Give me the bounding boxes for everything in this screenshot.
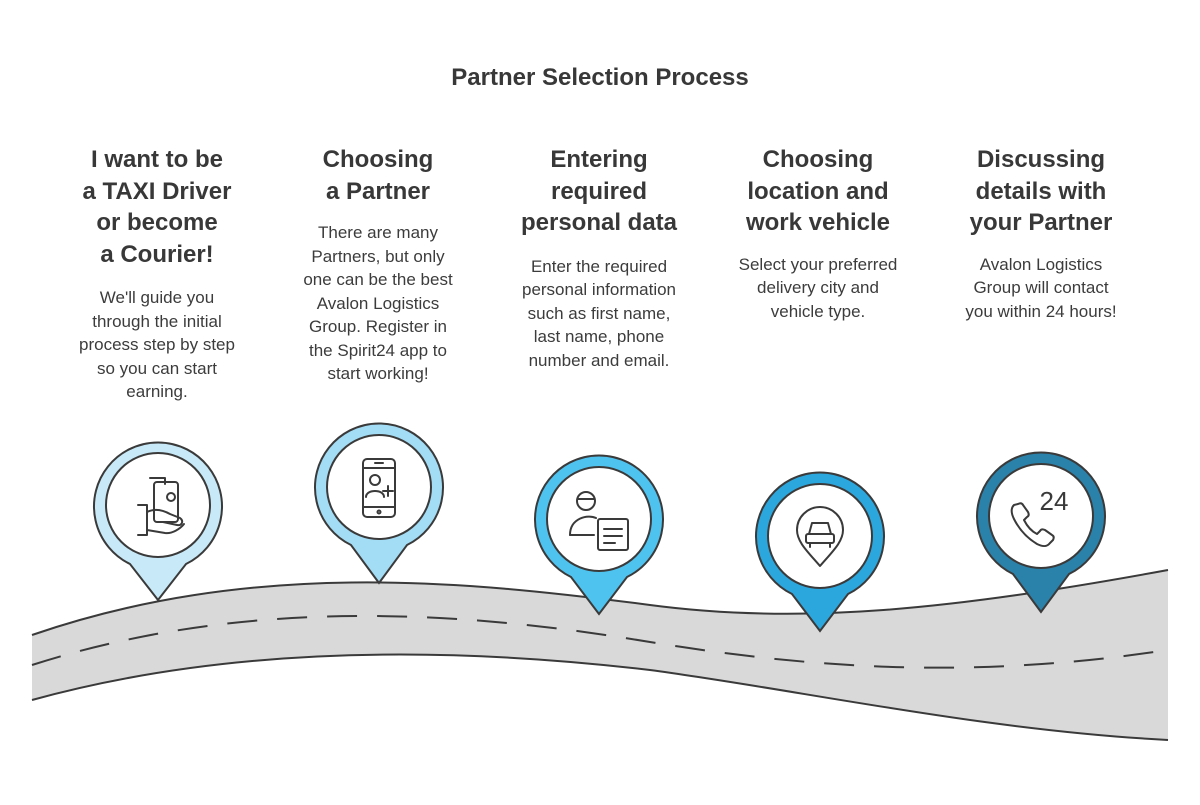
road: [32, 570, 1168, 740]
step-2: Choosing a Partner There are many Partne…: [263, 144, 493, 386]
road-center-dashes: [31, 615, 1169, 669]
step-1-title: I want to be a TAXI Driver or become a C…: [82, 146, 232, 268]
step-3-description: Enter the required personal information …: [521, 256, 677, 370]
step-1-marker: [93, 441, 223, 602]
step-3-title: Entering required personal data: [520, 146, 678, 236]
user-form-icon: [569, 491, 629, 551]
step-4: Choosing location and work vehicle Selec…: [703, 144, 933, 323]
step-4-title: Choosing location and work vehicle: [745, 146, 891, 236]
step-2-marker: [314, 422, 444, 585]
step-2-description: There are many Partners, but only one ca…: [303, 223, 453, 383]
step-1-description: We'll guide you through the initial proc…: [79, 288, 235, 401]
step-5: Discussing details with your Partner Ava…: [926, 144, 1156, 323]
step-5-title: Discussing details with your Partner: [969, 146, 1113, 236]
step-4-description: Select your preferred delivery city and …: [738, 254, 898, 321]
hand-holding-phone-icon: [137, 477, 185, 536]
step-4-marker: [755, 471, 885, 633]
smartphone-add-user-icon: [362, 458, 396, 518]
car-location-icon: [796, 506, 844, 567]
step-3-marker: [534, 454, 664, 616]
road-bottom-edge: [31, 653, 1169, 741]
step-5-marker: 24: [976, 451, 1106, 614]
step-3: Entering required personal data Enter th…: [484, 144, 714, 372]
step-2-title: Choosing a Partner: [322, 146, 434, 205]
step-1: I want to be a TAXI Driver or become a C…: [42, 144, 272, 404]
phone-24-label: 24: [1040, 486, 1069, 516]
page-title: Partner Selection Process: [451, 64, 749, 91]
step-5-description: Avalon Logistics Group will contact you …: [965, 254, 1117, 321]
road-top-edge: [31, 569, 1169, 636]
phone-24-icon: 24: [1010, 486, 1069, 548]
